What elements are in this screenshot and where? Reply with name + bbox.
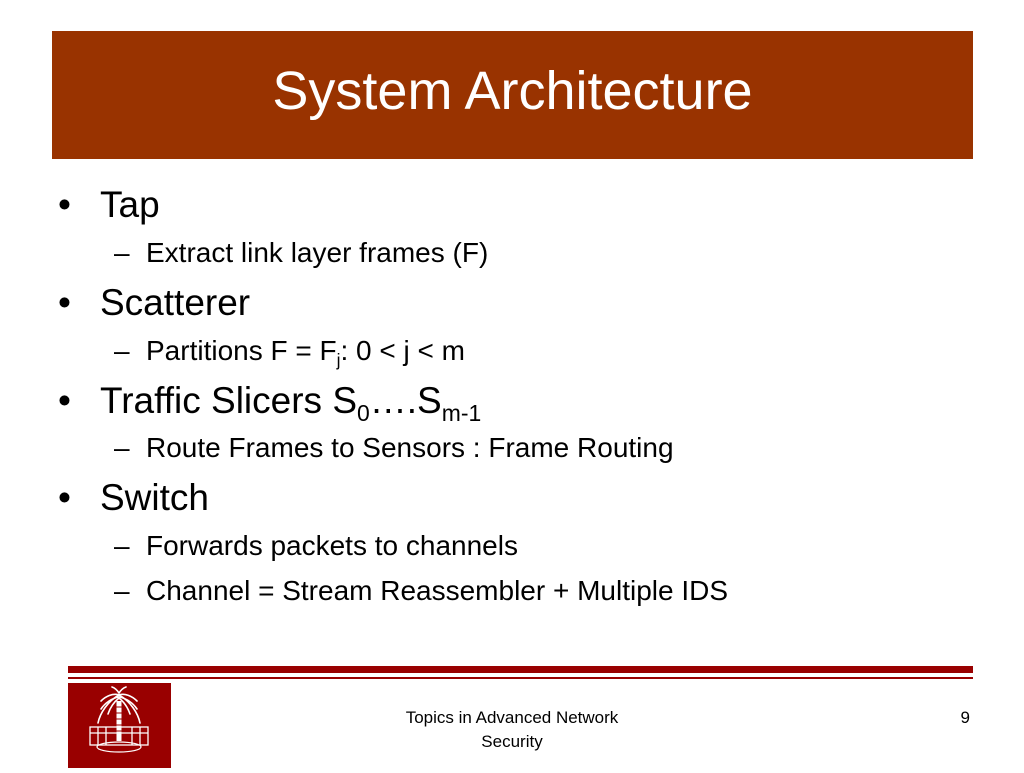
bullet-icon: • [58,477,71,518]
palmetto-tree-icon [89,686,149,753]
dash-icon: – [114,530,130,561]
sub-bullet-scatterer-1-post: : 0 < j < m [340,335,465,366]
sub-bullet-scatterer-1-subscript: j [336,350,341,371]
bullet-slicers-mid: ….S [369,380,442,421]
sub-bullet-slicers-1: –Route Frames to Sensors : Frame Routing [114,432,674,464]
dash-icon: – [114,575,130,606]
bullet-slicers-pre: Traffic Slicers S [100,380,357,421]
bullet-slicers-sub0: 0 [357,400,370,427]
footer-course-title: Topics in Advanced Network Security [362,706,662,754]
bullet-icon: • [58,380,71,421]
bullet-slicers-sub1: m-1 [441,400,482,427]
footer-line-1: Topics in Advanced Network [405,708,619,727]
dash-icon: – [114,432,130,463]
page-number: 9 [960,708,970,727]
dash-icon: – [114,335,130,366]
bullet-icon: • [58,184,71,225]
slide-title: System Architecture [272,61,753,121]
sub-bullet-switch-2: –Channel = Stream Reassembler + Multiple… [114,575,728,607]
palmetto-tree-logo-icon [68,683,171,768]
bullet-scatterer-label: Scatterer [100,282,251,323]
sub-bullet-tap-1: –Extract link layer frames (F) [114,237,488,269]
bullet-tap: • Tap [58,184,160,226]
footer-divider [68,666,973,673]
sub-bullet-scatterer-1: –Partitions F = Fj: 0 < j < m [114,335,465,371]
footer-line-2: Security [481,732,543,751]
bullet-switch-label: Switch [100,477,209,518]
sub-bullet-scatterer-1-pre: Partitions F = F [146,335,337,366]
footer-divider-thin [68,677,973,679]
bullet-scatterer: • Scatterer [58,282,250,324]
sub-bullet-slicers-1-text: Route Frames to Sensors : Frame Routing [146,432,674,463]
bullet-slicers: • Traffic Slicers S0….Sm-1 [58,380,481,424]
title-bar: System Architecture [52,31,973,159]
bullet-icon: • [58,282,71,323]
sub-bullet-switch-1-text: Forwards packets to channels [146,530,518,561]
bullet-switch: • Switch [58,477,209,519]
sub-bullet-switch-2-text: Channel = Stream Reassembler + Multiple … [146,575,729,606]
sub-bullet-tap-1-text: Extract link layer frames (F) [146,237,489,268]
dash-icon: – [114,237,130,268]
sub-bullet-switch-1: –Forwards packets to channels [114,530,518,562]
bullet-tap-label: Tap [100,184,160,225]
